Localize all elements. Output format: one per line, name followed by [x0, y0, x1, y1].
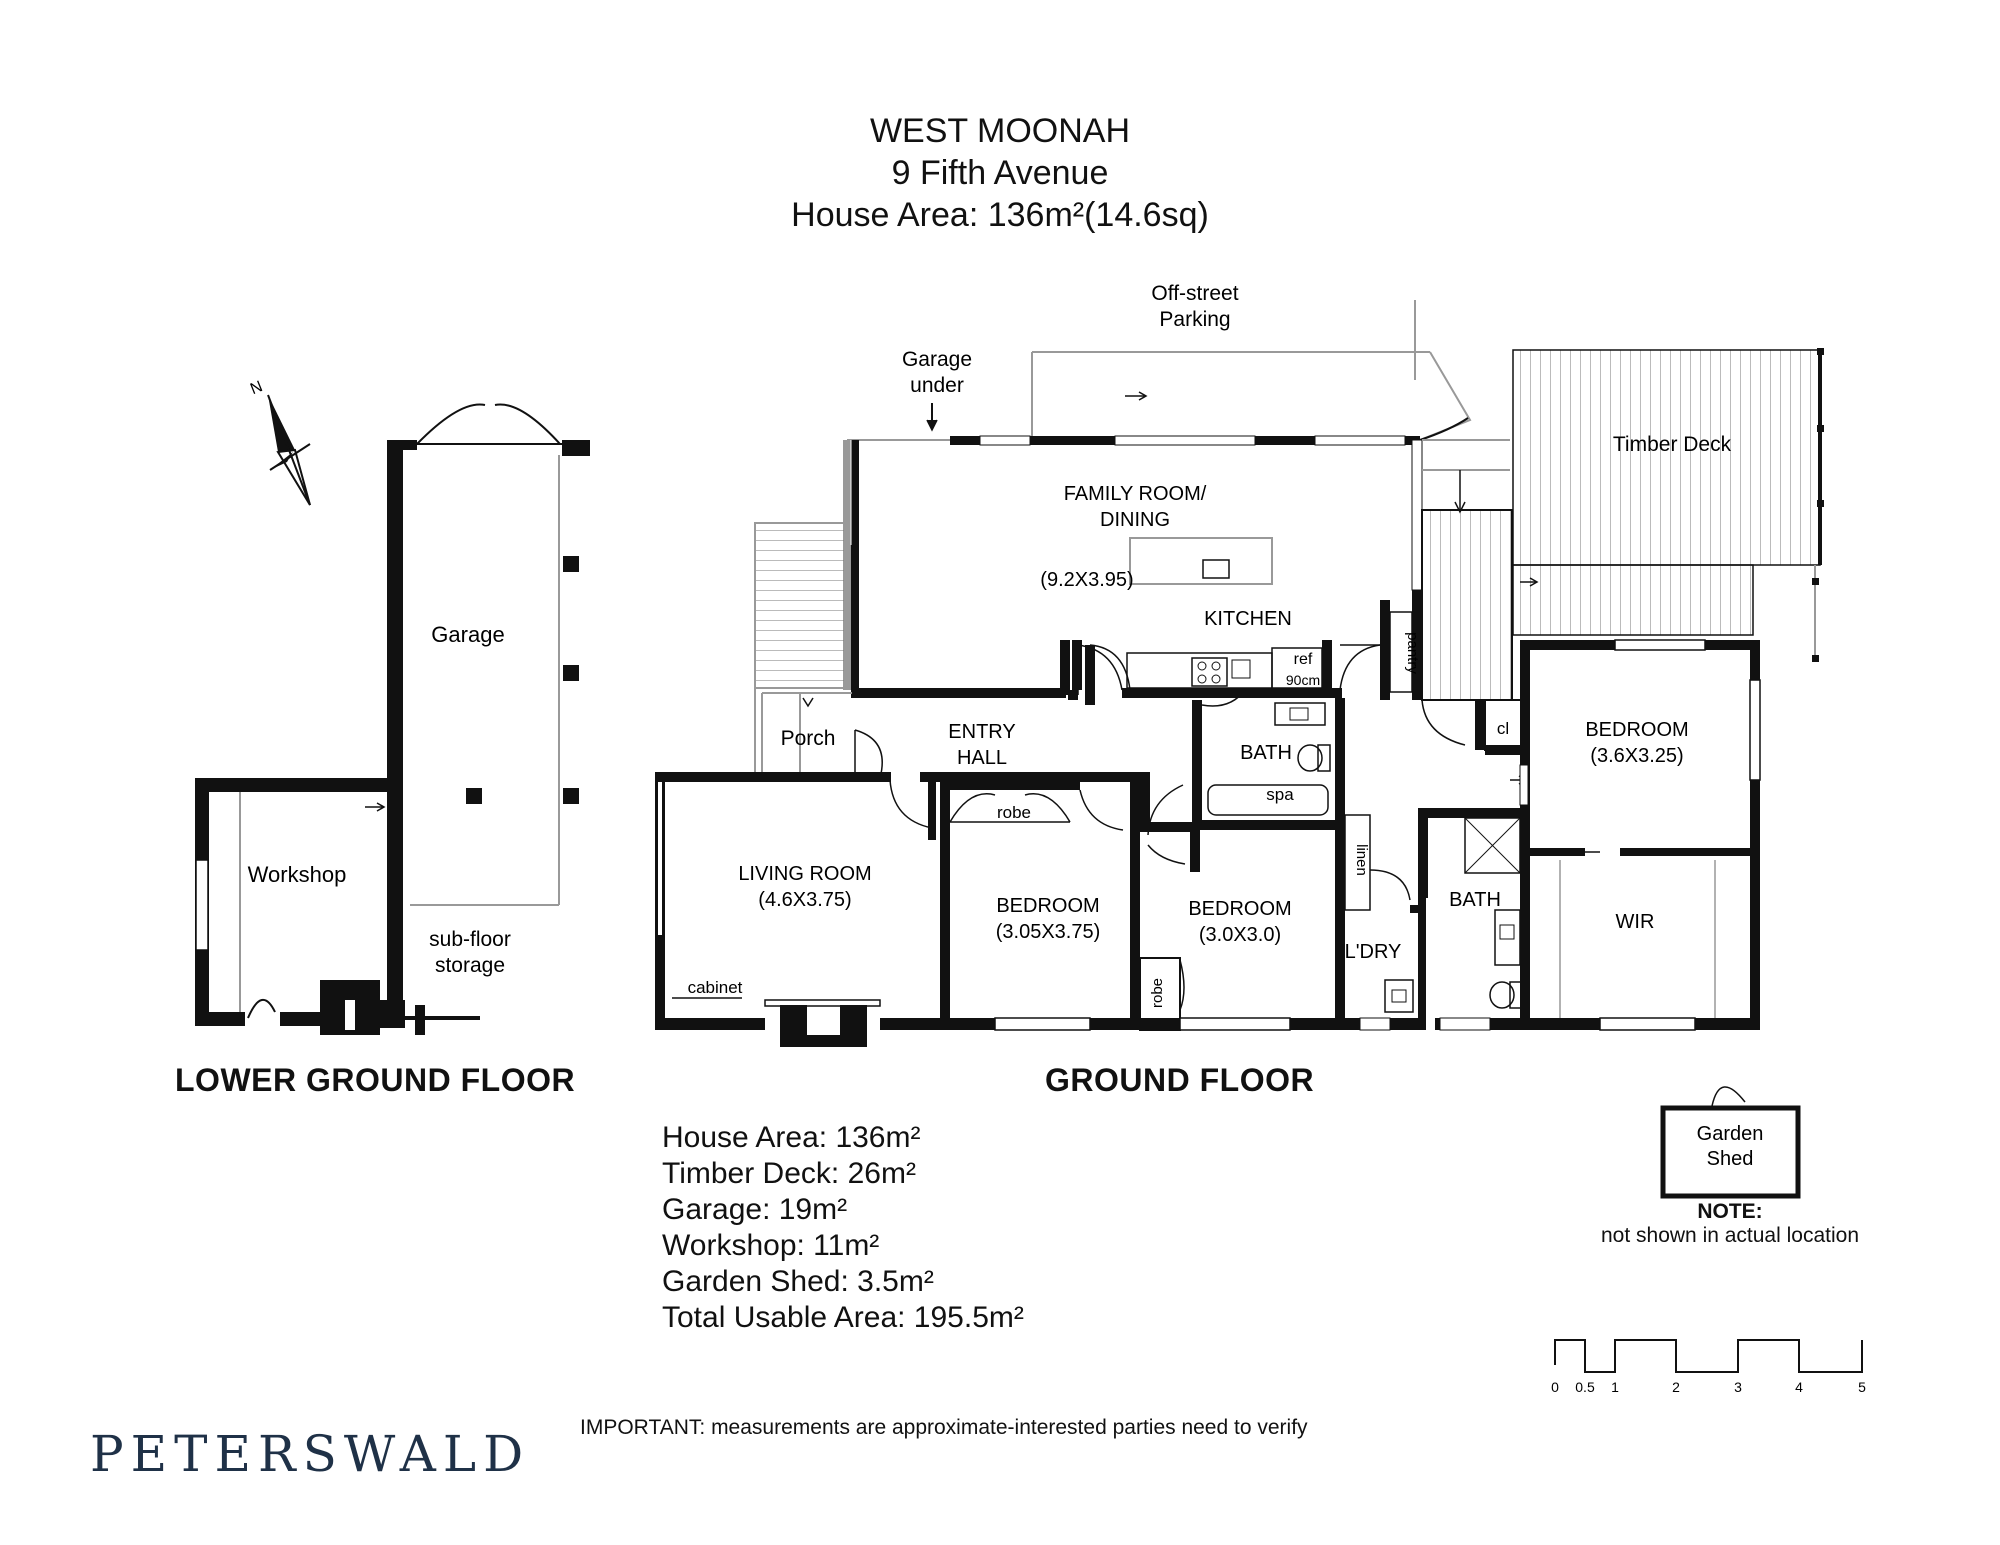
robe-label-2: robe	[1149, 978, 1166, 1008]
scale-tick-05: 0.5	[1575, 1379, 1595, 1395]
entry-hall-label-2: HALL	[957, 747, 1007, 769]
bedroom-2-label: BEDROOM	[996, 895, 1099, 917]
robe-label-1: robe	[997, 803, 1031, 822]
living-room-dim: (4.6X3.75)	[758, 889, 851, 911]
area-summary: House Area: 136m² Timber Deck: 26m² Gara…	[662, 1120, 1024, 1336]
bedroom-3-label: BEDROOM	[1188, 898, 1291, 920]
area-line-total: Total Usable Area: 195.5m²	[662, 1301, 1024, 1334]
area-line-house: House Area: 136m²	[662, 1121, 921, 1154]
wir-label: WIR	[1616, 911, 1655, 933]
area-line-shed: Garden Shed: 3.5m²	[662, 1265, 934, 1298]
garden-shed	[1660, 1086, 1801, 1199]
off-street-label: Off-street	[1151, 282, 1238, 305]
kitchen-label: KITCHEN	[1204, 608, 1292, 630]
scale-tick-2: 2	[1672, 1379, 1680, 1395]
living-room-label: LIVING ROOM	[738, 863, 871, 885]
garden-shed-label-2: Shed	[1707, 1148, 1754, 1170]
fridge-size-label: 90cm	[1286, 672, 1320, 688]
fridge-label: ref	[1294, 651, 1313, 668]
workshop-label: Workshop	[248, 862, 347, 887]
garage-label: Garage	[431, 622, 504, 647]
parking-label: Parking	[1159, 308, 1230, 331]
ground-floor-title: GROUND FLOOR	[1045, 1062, 1315, 1098]
scale-tick-3: 3	[1734, 1379, 1742, 1395]
garage-under-label-2: under	[910, 374, 964, 397]
subfloor-label-2: storage	[435, 954, 505, 977]
bath-label-2: BATH	[1449, 889, 1501, 911]
garden-shed-label-1: Garden	[1697, 1123, 1764, 1145]
bedroom-2-dim: (3.05X3.75)	[996, 921, 1101, 943]
timber-deck-label: Timber Deck	[1613, 433, 1732, 456]
suburb-title: WEST MOONAH	[869, 112, 1131, 150]
family-room-label-2: DINING	[1100, 509, 1170, 531]
scale-tick-0: 0	[1551, 1379, 1559, 1395]
scale-tick-5: 5	[1858, 1379, 1866, 1395]
subfloor-label-1: sub-floor	[429, 928, 511, 951]
address-line: 9 Fifth Avenue	[891, 154, 1109, 192]
closet-label: cl	[1497, 719, 1509, 738]
measurement-disclaimer: IMPORTANT: measurements are approximate-…	[580, 1416, 1308, 1439]
scale-bar	[1554, 1339, 1863, 1373]
master-bedroom-label: BEDROOM	[1585, 719, 1688, 741]
linen-label: linen	[1353, 844, 1370, 876]
area-line-garage: Garage: 19m²	[662, 1193, 848, 1226]
family-room-label-1: FAMILY ROOM/	[1064, 483, 1207, 505]
spa-label: spa	[1266, 785, 1294, 804]
master-bedroom-dim: (3.6X3.25)	[1590, 745, 1683, 767]
shed-note: NOTE: not shown in actual location	[1560, 1200, 1900, 1248]
garage-under-label-1: Garage	[902, 348, 972, 371]
cabinet-label: cabinet	[688, 978, 743, 997]
house-area-line: House Area: 136m²(14.6sq)	[791, 196, 1209, 234]
note-text: not shown in actual location	[1601, 1224, 1859, 1247]
scale-tick-1: 1	[1611, 1379, 1619, 1395]
porch-label: Porch	[781, 727, 836, 750]
pantry-label: pantry	[1404, 632, 1421, 674]
lower-ground-floor-title: LOWER GROUND FLOOR	[175, 1062, 576, 1098]
area-line-workshop: Workshop: 11m²	[662, 1229, 880, 1262]
ground-floor-plan	[655, 300, 1824, 1047]
area-line-deck: Timber Deck: 26m²	[662, 1157, 916, 1190]
entry-hall-label-1: ENTRY	[948, 721, 1015, 743]
compass-icon: N	[248, 378, 311, 506]
brand-logo: PETERSWALD	[90, 1425, 531, 1483]
bath-label-1: BATH	[1240, 742, 1292, 764]
laundry-label: L'DRY	[1345, 941, 1402, 963]
north-label: N	[248, 378, 265, 398]
bedroom-3-dim: (3.0X3.0)	[1199, 924, 1281, 946]
lower-ground-plan	[195, 403, 590, 1035]
family-room-dim: (9.2X3.95)	[1040, 569, 1133, 591]
scale-tick-4: 4	[1795, 1379, 1803, 1395]
note-title: NOTE:	[1697, 1200, 1763, 1223]
